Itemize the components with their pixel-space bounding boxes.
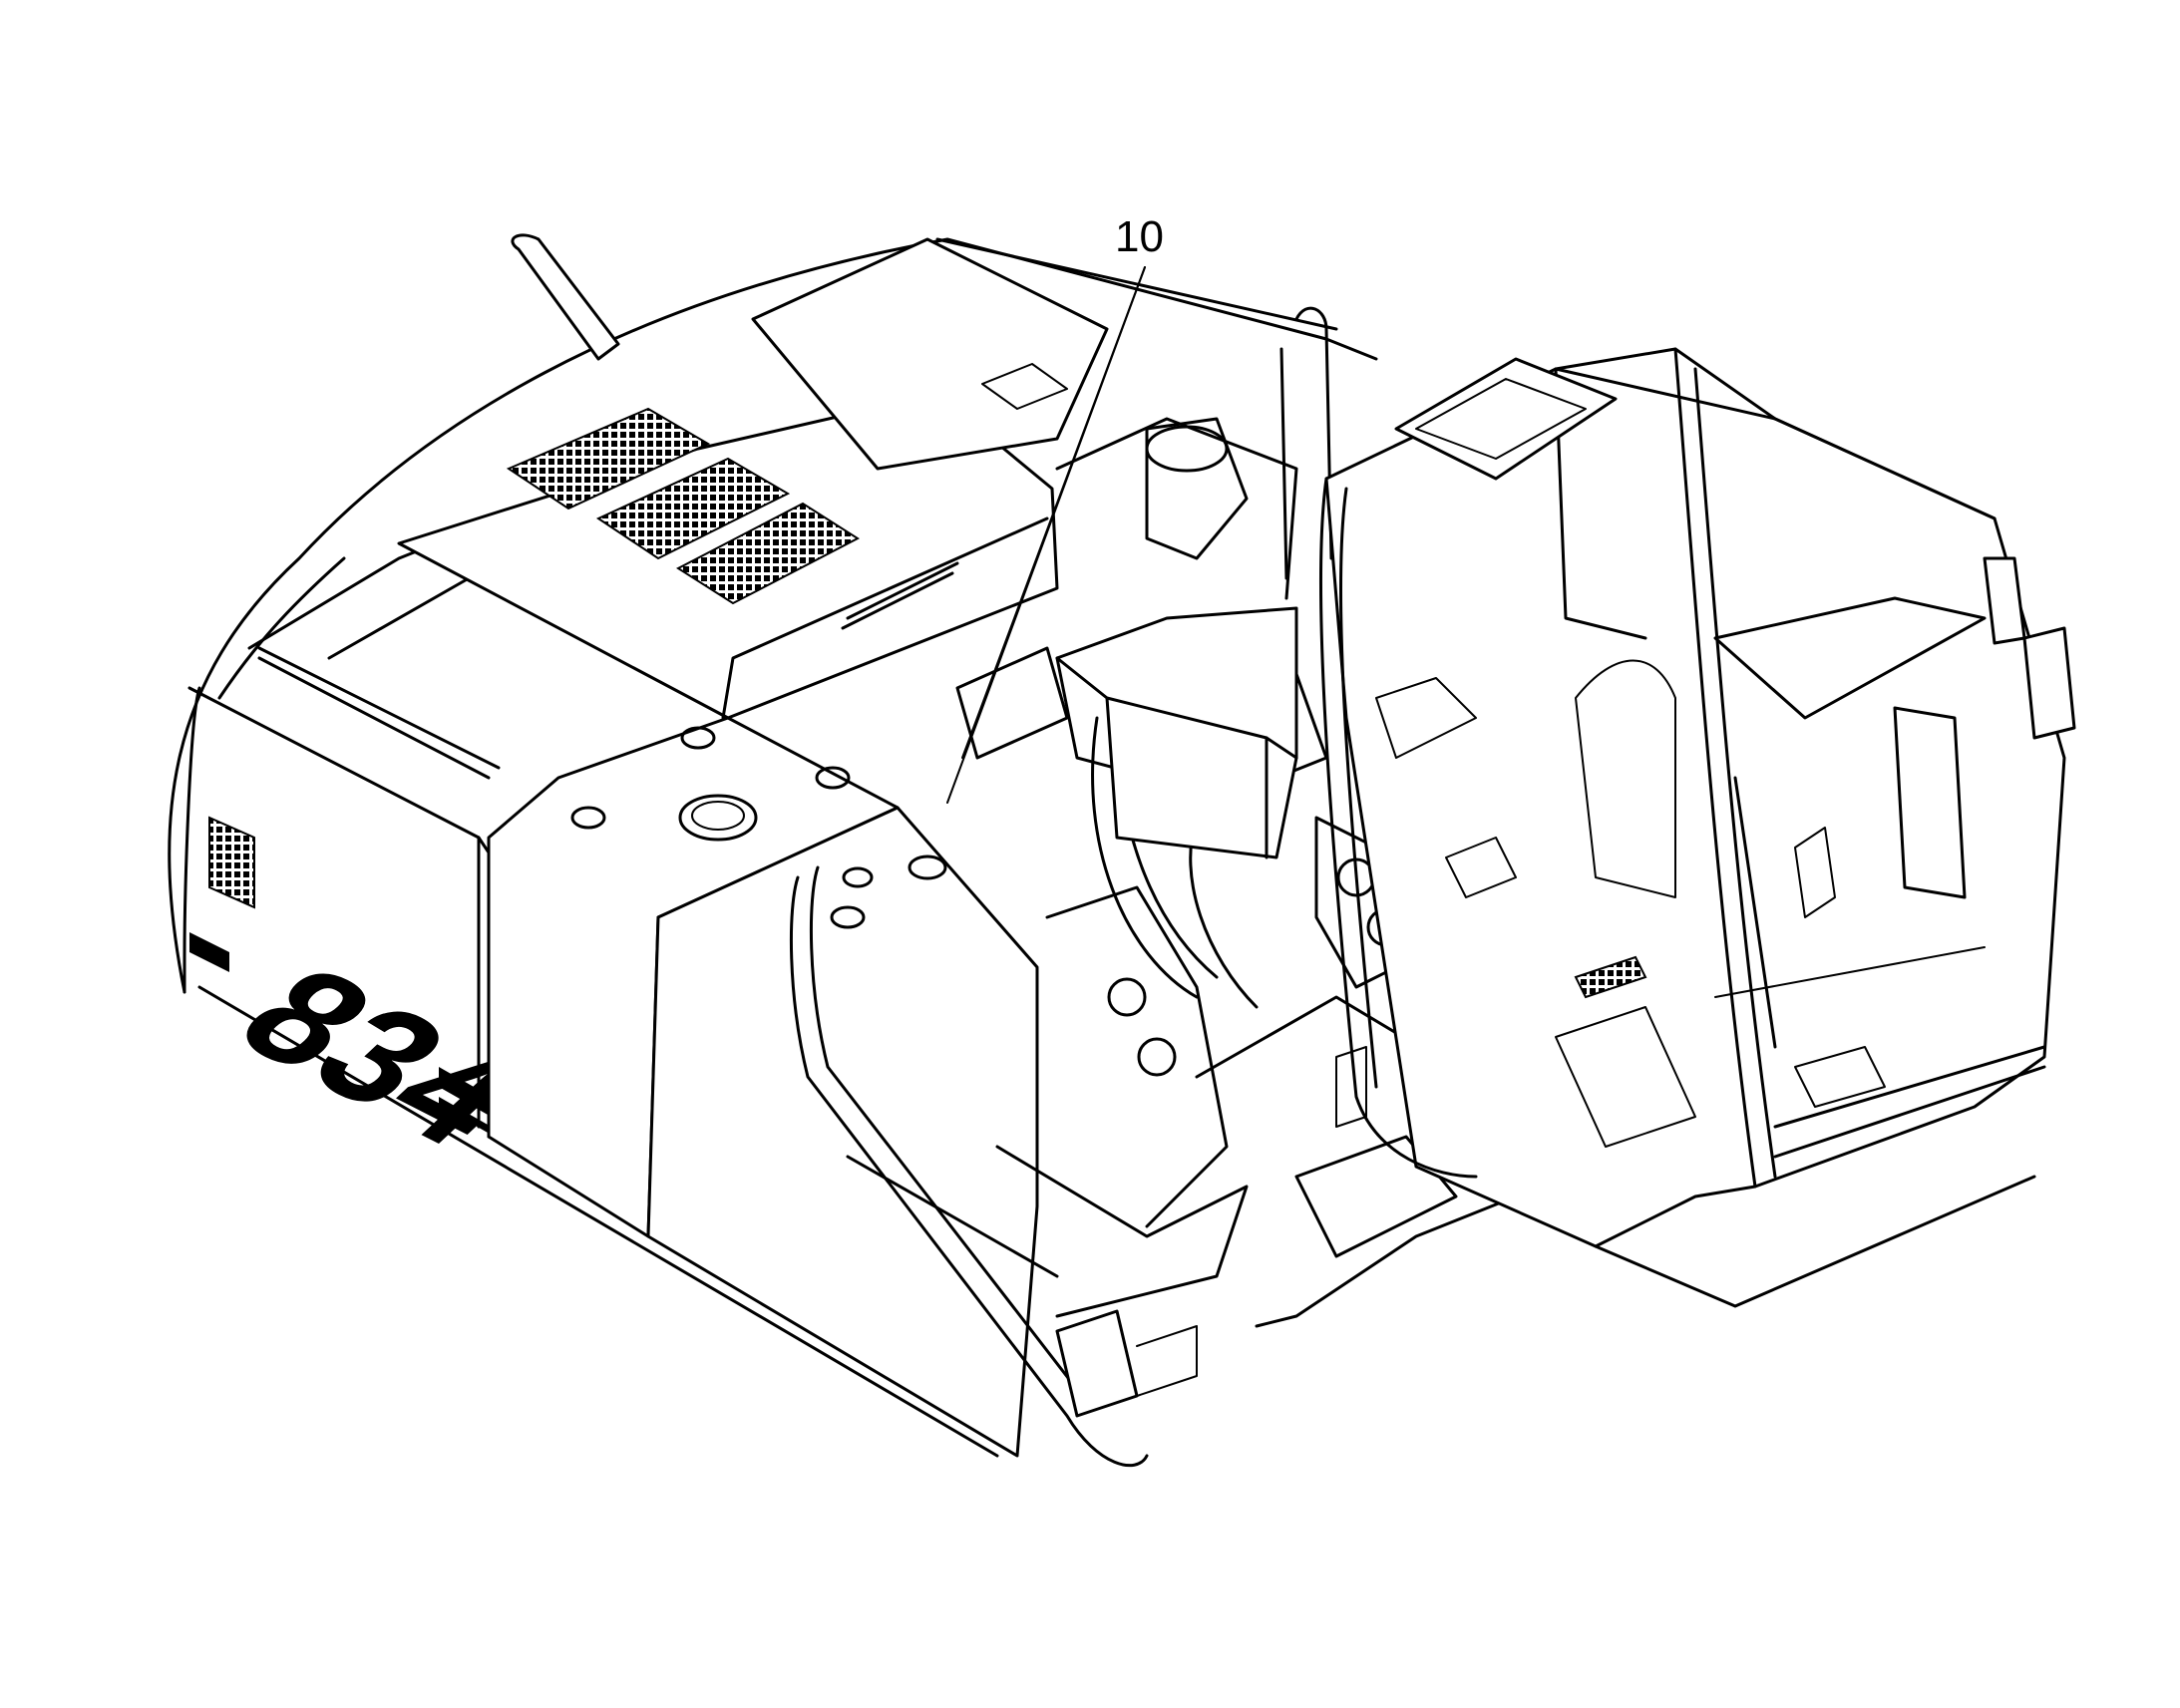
top-rear-panel (751, 237, 1338, 471)
exhaust-pipe (511, 233, 620, 361)
callout-label-10: 10 (1115, 212, 1164, 261)
storage-box (1055, 306, 1333, 859)
callout-10: 10 (946, 212, 1164, 804)
operator-cab (1318, 347, 2076, 1308)
battery-box (646, 806, 1249, 1468)
engine-hood (397, 392, 1059, 720)
callout-leader-line-b (961, 266, 1146, 759)
